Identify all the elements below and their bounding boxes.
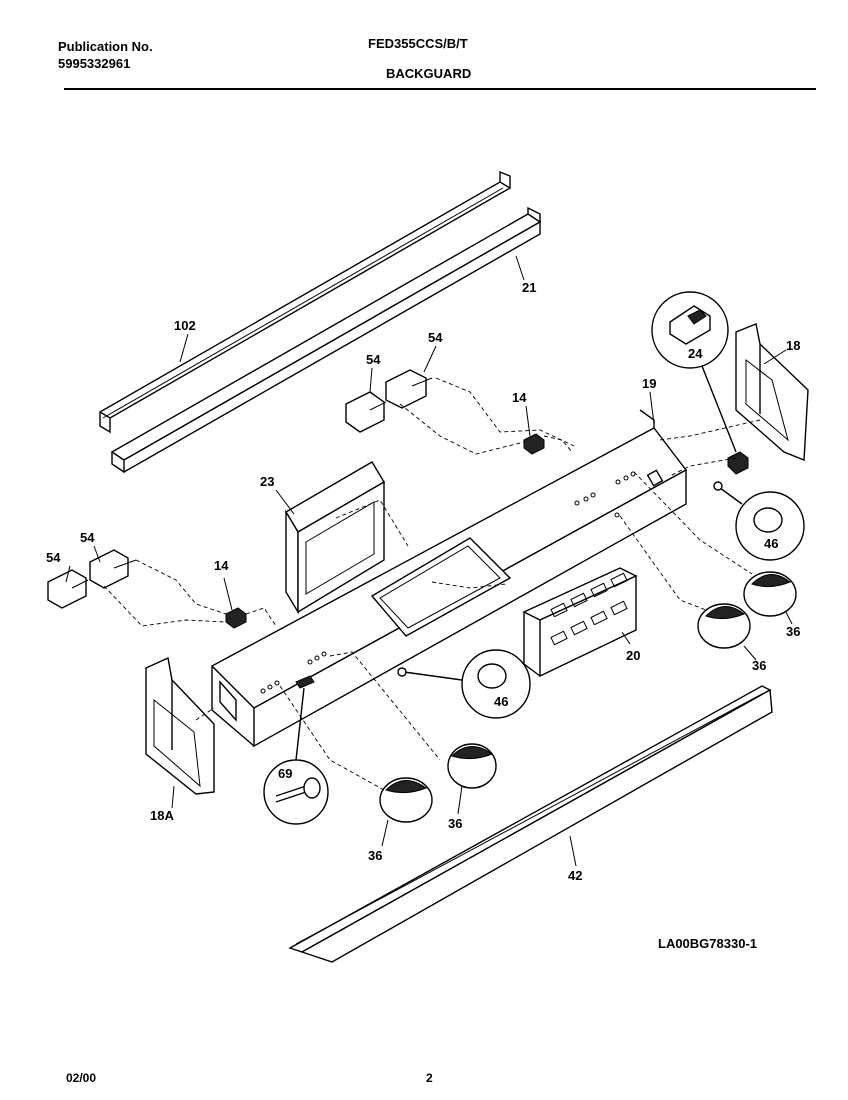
part-54-switch (89, 549, 137, 589)
part-69-screw (263, 675, 329, 825)
part-24-indicator-light (651, 291, 749, 475)
part-label-14: 14 (214, 558, 229, 573)
part-14-clip (523, 433, 545, 455)
part-label-18A: 18A (150, 808, 174, 823)
part-label-36: 36 (368, 848, 382, 863)
part-36-knob (379, 777, 433, 823)
part-label-54: 54 (46, 550, 61, 565)
part-36-knob (697, 603, 751, 649)
part-23-bracket-frame (285, 461, 385, 615)
part-46-knob-insert (397, 649, 531, 719)
model-number: FED355CCS/B/T (368, 36, 468, 51)
part-label-46: 46 (764, 536, 778, 551)
part-46-knob-insert (713, 481, 805, 561)
diagram-code: LA00BG78330-1 (658, 936, 757, 951)
part-19-backguard-panel (210, 409, 688, 748)
part-number-leaders (65, 255, 793, 867)
part-label-54: 54 (366, 352, 381, 367)
part-18A-left-end-cap (145, 656, 215, 795)
part-label-46: 46 (494, 694, 508, 709)
part-label-21: 21 (522, 280, 536, 295)
part-18-right-end-cap (735, 323, 809, 462)
header-divider (64, 88, 816, 90)
publication-number: 5995332961 (58, 56, 131, 71)
part-label-36: 36 (786, 624, 800, 639)
part-label-36: 36 (752, 658, 766, 673)
assembly-leader-lines (103, 377, 761, 791)
part-label-54: 54 (428, 330, 443, 345)
part-label-24: 24 (688, 346, 703, 361)
footer-page-number: 2 (426, 1071, 433, 1085)
publication-label: Publication No. (58, 39, 153, 54)
footer-date: 02/00 (66, 1071, 97, 1085)
part-42-bottom-trim (288, 685, 773, 963)
part-label-42: 42 (568, 868, 582, 883)
part-label-69: 69 (278, 766, 292, 781)
part-36-knob (743, 571, 797, 617)
part-label-20: 20 (626, 648, 640, 663)
part-label-54: 54 (80, 530, 95, 545)
part-54-switch (385, 369, 433, 409)
part-label-19: 19 (642, 376, 656, 391)
part-14-clip (225, 607, 247, 629)
part-21-channel-rail (110, 206, 542, 474)
part-label-102: 102 (174, 318, 196, 333)
part-label-36: 36 (448, 816, 462, 831)
part-36-knob (447, 743, 497, 789)
part-54-switch (345, 391, 387, 433)
part-102-trim-rail (98, 170, 512, 434)
part-label-14: 14 (512, 390, 527, 405)
part-54-switch (47, 569, 89, 609)
part-20-control-board (522, 567, 638, 678)
section-title: BACKGUARD (386, 66, 472, 81)
part-label-18: 18 (786, 338, 800, 353)
part-label-23: 23 (260, 474, 274, 489)
